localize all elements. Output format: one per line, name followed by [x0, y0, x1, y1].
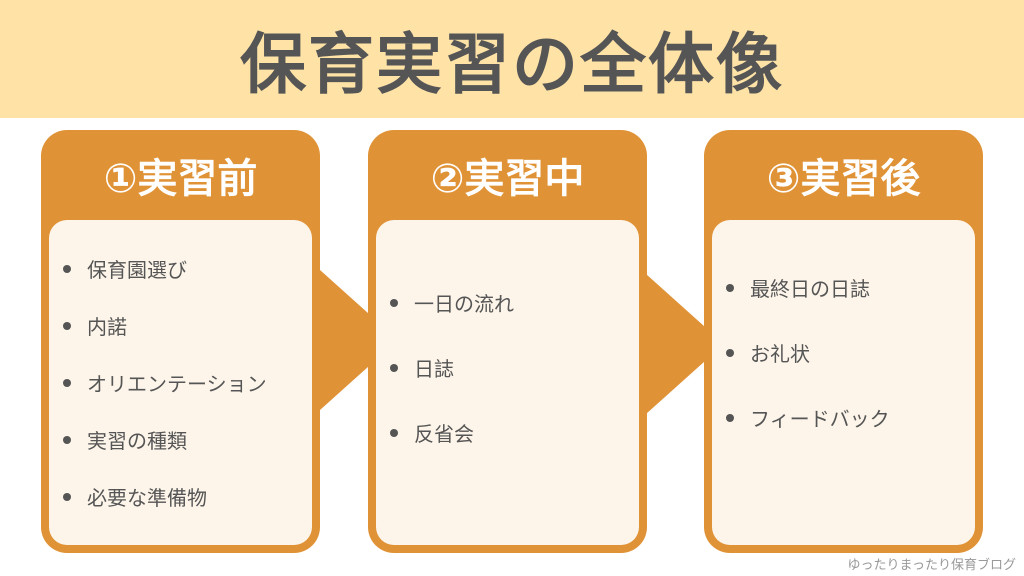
page-title: 保育実習の全体像	[240, 26, 784, 103]
item-text: 内諾	[87, 315, 127, 339]
stage-heading: ①実習前	[103, 156, 258, 202]
bullet-icon	[726, 283, 734, 292]
bullet-icon	[726, 348, 734, 357]
bullet-icon	[390, 363, 398, 372]
list-item: 反省会	[390, 418, 639, 447]
stage-list: 一日の流れ 日誌 反省会	[376, 220, 639, 545]
item-text: 必要な準備物	[87, 486, 207, 510]
bullet-icon	[63, 264, 71, 273]
item-text: 実習の種類	[87, 429, 187, 453]
stage-heading: ②実習中	[430, 156, 585, 202]
item-text: 一日の流れ	[414, 292, 514, 316]
list-item: お礼状	[726, 338, 975, 367]
bullet-icon	[390, 298, 398, 307]
stage-list: 最終日の日誌 お礼状 フィードバック	[712, 220, 975, 545]
list-item: オリエンテーション	[63, 368, 312, 397]
list-item: 一日の流れ	[390, 288, 639, 317]
item-text: 日誌	[414, 357, 454, 381]
item-text: 最終日の日誌	[750, 277, 870, 301]
title-banner: 保育実習の全体像	[0, 0, 1024, 118]
credit-text: ゆったりまったり保育ブログ	[847, 558, 1016, 573]
bullet-icon	[390, 428, 398, 437]
item-text: オリエンテーション	[87, 372, 267, 396]
list-item: 実習の種類	[63, 425, 312, 454]
list-item: 必要な準備物	[63, 482, 312, 511]
stage-heading: ③実習後	[766, 156, 921, 202]
list-item: 日誌	[390, 353, 639, 382]
stage-after: ③実習後 最終日の日誌 お礼状 フィードバック	[704, 130, 983, 553]
item-text: 保育園選び	[87, 258, 187, 282]
bullet-icon	[63, 492, 71, 501]
list-item: フィードバック	[726, 403, 975, 432]
item-text: お礼状	[750, 342, 810, 366]
item-text: フィードバック	[750, 407, 890, 431]
stage-during: ②実習中 一日の流れ 日誌 反省会	[368, 130, 647, 553]
stage-before: ①実習前 保育園選び 内諾 オリエンテーション 実習の種類 必要な準備物	[41, 130, 320, 553]
bullet-icon	[726, 413, 734, 422]
list-item: 保育園選び	[63, 254, 312, 283]
item-text: 反省会	[414, 422, 474, 446]
list-item: 最終日の日誌	[726, 273, 975, 302]
stage-list: 保育園選び 内諾 オリエンテーション 実習の種類 必要な準備物	[49, 220, 312, 545]
list-item: 内諾	[63, 311, 312, 340]
bullet-icon	[63, 378, 71, 387]
bullet-icon	[63, 321, 71, 330]
bullet-icon	[63, 435, 71, 444]
